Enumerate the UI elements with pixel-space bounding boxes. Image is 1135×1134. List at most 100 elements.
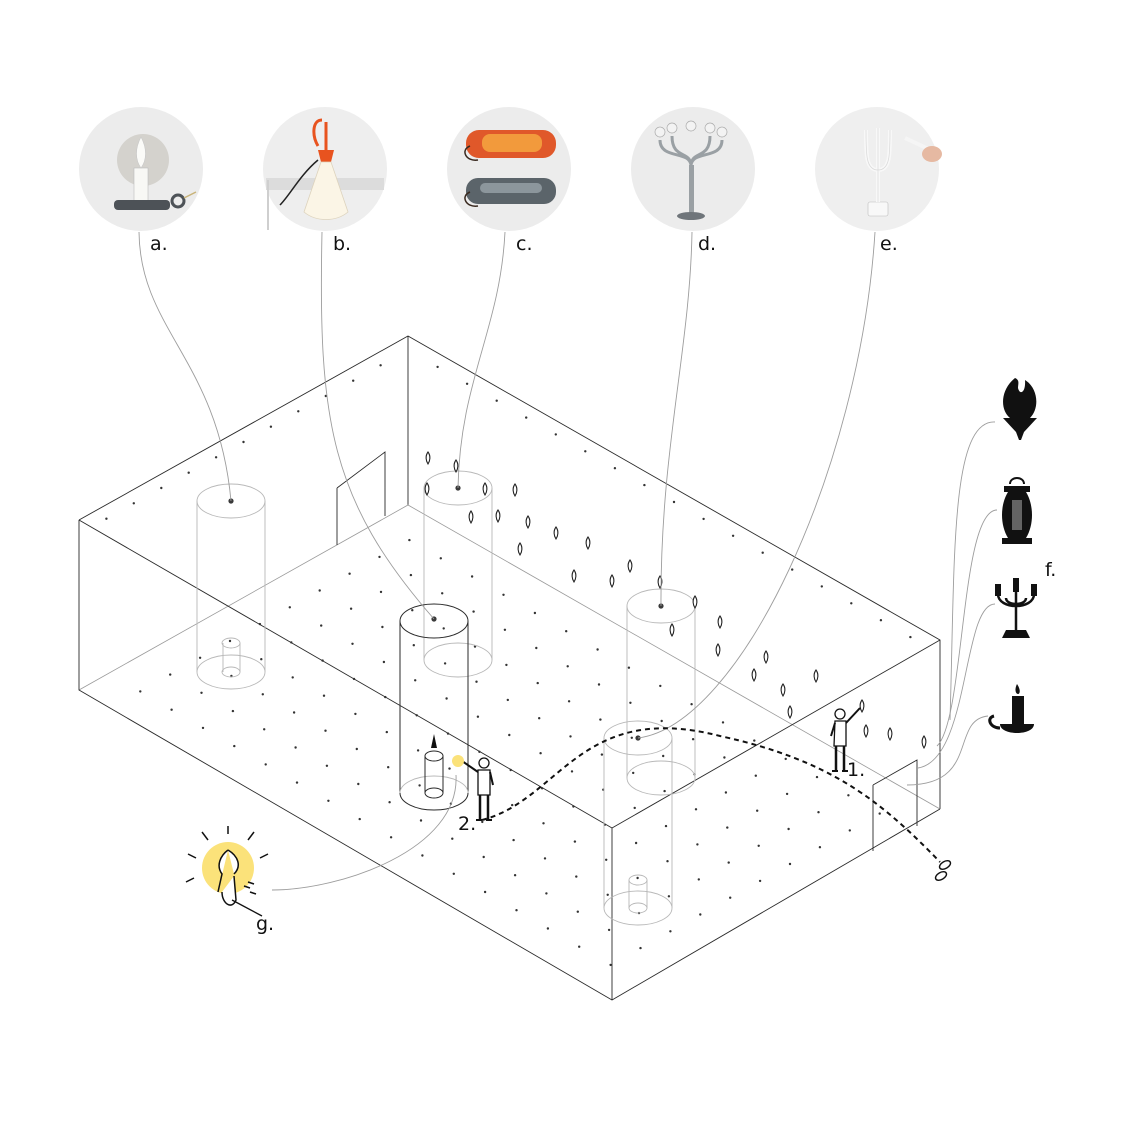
cylinder-c (423, 470, 493, 678)
grid-dot (818, 846, 822, 849)
room-top-back-edge (78, 335, 941, 809)
grid-dot (578, 945, 581, 948)
grid-dot (721, 721, 725, 724)
grid-dot (352, 379, 355, 382)
grid-dot (784, 757, 787, 761)
cylinder-a (196, 483, 266, 690)
grid-dot (573, 840, 577, 843)
grid-dot (513, 874, 517, 877)
wall-lamp-icon (921, 735, 927, 749)
grid-dot (754, 774, 757, 777)
wall-lamp-icon (627, 559, 633, 573)
grid-dot (409, 573, 413, 577)
grid-dot (322, 694, 326, 697)
grid-dot (788, 862, 792, 866)
wall-lamp-icon (424, 482, 430, 496)
grid-dot (297, 410, 300, 413)
grid-dot (546, 927, 550, 930)
grid-dot (596, 648, 599, 651)
grid-dot (659, 684, 662, 688)
grid-dot (483, 890, 487, 894)
grid-dot (662, 754, 665, 758)
grid-dot (878, 812, 881, 815)
grid-dot (408, 538, 411, 542)
wall-lamp-icon (763, 650, 769, 664)
grid-dot (879, 619, 883, 622)
grid-dot (318, 589, 321, 592)
grid-dot (691, 738, 695, 741)
grid-dot (214, 456, 218, 459)
grid-dot (348, 572, 351, 575)
person-figure-icon (461, 757, 494, 821)
grid-dot (632, 771, 635, 775)
grid-dot (669, 930, 672, 933)
grid-dot (697, 878, 700, 881)
grid-dot (416, 749, 420, 752)
grid-dot (388, 801, 391, 804)
grid-dot (505, 663, 508, 667)
grid-dot (482, 855, 485, 859)
cylinder-b (399, 603, 469, 811)
wall-lamp-icon (813, 669, 819, 683)
grid-dot (418, 784, 421, 787)
grid-dot (439, 557, 442, 560)
leader-a (138, 231, 232, 502)
product-b-photo (263, 107, 387, 231)
grid-dot (379, 364, 382, 367)
grid-dot (475, 680, 478, 683)
wall-lamp-row (424, 451, 927, 749)
grid-dot (169, 673, 172, 676)
grid-dot (696, 843, 699, 846)
cylinder-e (603, 720, 673, 926)
grid-dot (694, 808, 698, 811)
wall-lamp-icon (751, 668, 757, 682)
leader-f4 (906, 715, 989, 786)
grid-dot (260, 658, 263, 661)
grid-dot (847, 794, 850, 797)
grid-dot (672, 500, 676, 504)
dot-grid (105, 364, 912, 967)
grid-dot (495, 399, 498, 402)
visitor-path (481, 727, 941, 863)
grid-dot (228, 639, 232, 643)
grid-dot (643, 483, 646, 487)
grid-dot (727, 861, 730, 864)
grid-dot (543, 857, 547, 860)
room-floor-back-edge (78, 504, 941, 810)
grid-dot (633, 806, 636, 810)
exit-door (872, 759, 918, 851)
grid-dot (664, 824, 668, 828)
wall-lamp-icon (517, 542, 523, 556)
grid-dot (291, 676, 294, 679)
grid-dot (233, 744, 236, 748)
grid-dot (758, 879, 762, 883)
grid-dot (324, 729, 327, 732)
grid-dot (569, 735, 572, 738)
grid-dot (539, 752, 542, 755)
grid-dot (599, 718, 602, 721)
visitor-2: 2. (452, 755, 494, 835)
grid-dot (478, 750, 481, 753)
grid-dot (349, 607, 353, 610)
leader-b (320, 231, 435, 620)
grid-dot (605, 858, 608, 861)
torch-icon (1003, 378, 1037, 440)
grid-dot (187, 471, 190, 474)
grid-dot (584, 450, 587, 453)
grid-dot (634, 841, 638, 845)
grid-dot (515, 909, 518, 912)
grid-dot (533, 611, 537, 615)
grid-dot (848, 829, 851, 832)
grid-dot (627, 666, 631, 669)
grid-dot (567, 700, 571, 703)
wall-lamp-icon (787, 705, 793, 719)
grid-dot (269, 425, 273, 428)
wall-lamp-icon (453, 459, 459, 473)
grid-dot (325, 764, 329, 767)
grid-dot (198, 656, 202, 659)
grid-dot (540, 787, 544, 790)
grid-dot (566, 665, 569, 668)
grid-dot (509, 768, 512, 772)
grid-dot (545, 892, 548, 895)
footprints-icon (934, 860, 952, 881)
